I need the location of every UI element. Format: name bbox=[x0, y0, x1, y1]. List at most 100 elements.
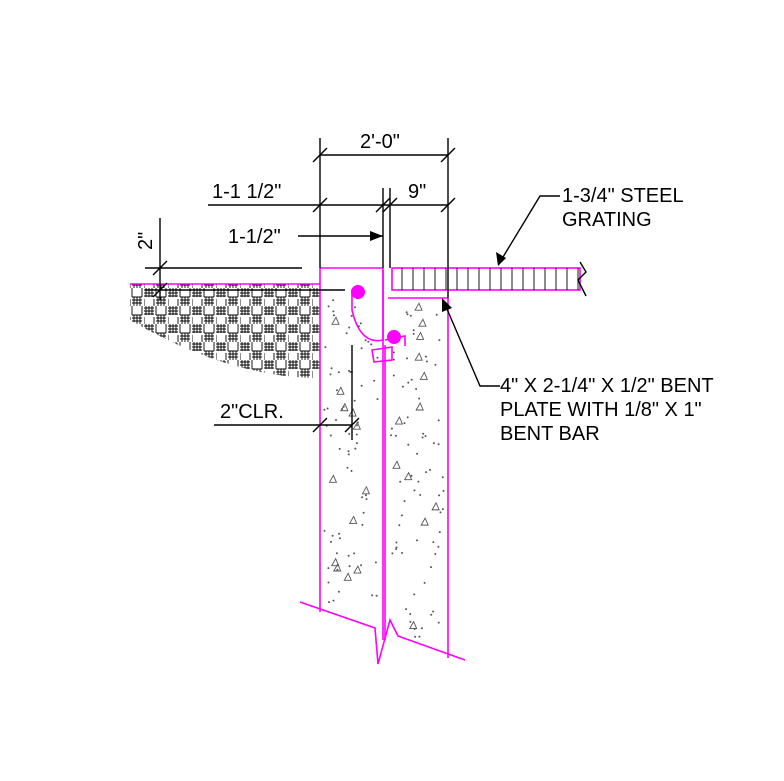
concrete-speck bbox=[425, 360, 428, 363]
concrete-speck bbox=[364, 494, 367, 497]
concrete-speck bbox=[327, 567, 330, 570]
dim-tick bbox=[344, 417, 360, 433]
concrete-aggregate bbox=[420, 517, 429, 526]
concrete-speck bbox=[430, 566, 432, 569]
dim-tick bbox=[312, 197, 328, 213]
concrete-speck bbox=[326, 407, 329, 410]
concrete-speck bbox=[348, 565, 351, 568]
concrete-speck bbox=[354, 306, 357, 309]
concrete-walls bbox=[299, 267, 466, 665]
concrete-speck bbox=[406, 313, 409, 316]
concrete-aggregate bbox=[332, 562, 342, 572]
concrete-speck bbox=[441, 508, 444, 511]
rebar-dot-icon bbox=[351, 285, 365, 299]
concrete-speck bbox=[327, 581, 330, 584]
concrete-speck bbox=[399, 480, 402, 483]
concrete-speck bbox=[414, 635, 417, 638]
dim-clearance-text: 2"CLR. bbox=[220, 401, 284, 423]
concrete-speck bbox=[422, 432, 425, 435]
concrete-speck bbox=[395, 541, 398, 544]
concrete-speck bbox=[434, 363, 437, 366]
concrete-speck bbox=[403, 500, 406, 503]
concrete-speck bbox=[347, 554, 350, 557]
dim-vertical-text: 2" bbox=[135, 232, 157, 250]
concrete-speck bbox=[437, 419, 440, 422]
concrete-speck bbox=[425, 471, 428, 474]
callouts: 1-3/4" STEEL GRATING 4" X 2-1/4" X 1/2" … bbox=[442, 185, 714, 445]
concrete-speck bbox=[407, 381, 410, 384]
concrete-speck bbox=[420, 627, 423, 630]
concrete-speck bbox=[392, 358, 395, 361]
concrete-speck bbox=[335, 419, 337, 421]
concrete-speck bbox=[390, 427, 393, 430]
dim-tick bbox=[312, 147, 328, 163]
dim-tick bbox=[440, 147, 456, 163]
concrete-speck bbox=[323, 408, 326, 411]
concrete-speck bbox=[328, 601, 330, 604]
concrete-speck bbox=[338, 537, 341, 540]
steel-grating bbox=[391, 261, 587, 297]
concrete-speck bbox=[401, 385, 404, 388]
concrete-aggregate bbox=[415, 331, 425, 340]
concrete-speck bbox=[410, 474, 413, 477]
concrete-speck bbox=[332, 310, 335, 313]
concrete-speck bbox=[349, 371, 352, 373]
concrete-speck bbox=[338, 447, 341, 450]
dim-tick bbox=[382, 197, 398, 213]
concrete-speck bbox=[430, 613, 433, 616]
plate-note-line-1: 4" X 2-1/4" X 1/2" BENT bbox=[500, 375, 714, 397]
concrete-speck bbox=[439, 511, 442, 514]
concrete-aggregate bbox=[414, 302, 423, 311]
concrete-speck bbox=[347, 450, 350, 453]
concrete-speck bbox=[354, 447, 357, 450]
concrete-speck bbox=[348, 369, 350, 372]
plate-leader bbox=[443, 301, 500, 387]
dim-upper-left-text: 1-1 1/2" bbox=[212, 181, 281, 203]
concrete-speck bbox=[365, 498, 368, 501]
concrete-speck bbox=[412, 332, 415, 335]
concrete-aggregate bbox=[415, 402, 424, 411]
concrete-aggregate bbox=[414, 352, 423, 361]
concrete-speck bbox=[405, 608, 408, 611]
concrete-speck bbox=[415, 539, 418, 542]
concrete-speck bbox=[376, 356, 379, 359]
dim-overall-text: 2'-0" bbox=[360, 131, 400, 153]
concrete-speck bbox=[348, 433, 351, 435]
concrete-speck bbox=[441, 476, 444, 479]
concrete-aggregate bbox=[394, 416, 404, 425]
concrete-speck bbox=[376, 398, 379, 401]
concrete-speck bbox=[337, 371, 340, 374]
concrete-speck bbox=[432, 541, 435, 544]
concrete-speck bbox=[350, 470, 353, 472]
concrete-aggregate bbox=[343, 572, 352, 581]
grating-note-line-1: 1-3/4" STEEL bbox=[562, 185, 684, 207]
concrete-speck bbox=[374, 561, 377, 564]
concrete-speck bbox=[367, 340, 370, 343]
concrete-speck bbox=[412, 329, 415, 332]
concrete-stipple-pattern bbox=[323, 299, 445, 638]
concrete-speck bbox=[409, 620, 412, 623]
concrete-speck bbox=[437, 545, 440, 548]
concrete-speck bbox=[395, 548, 398, 550]
concrete-speck bbox=[405, 311, 408, 314]
concrete-speck bbox=[442, 489, 445, 492]
concrete-speck bbox=[360, 384, 363, 387]
concrete-speck bbox=[407, 443, 410, 446]
dim-tick bbox=[152, 260, 168, 276]
grating-break-line bbox=[577, 261, 587, 297]
concrete-speck bbox=[423, 581, 426, 584]
concrete-speck bbox=[415, 388, 418, 390]
concrete-aggregate bbox=[353, 565, 362, 574]
concrete-speck bbox=[360, 564, 362, 567]
concrete-speck bbox=[337, 590, 340, 593]
concrete-speck bbox=[410, 378, 413, 381]
earth-hatch-pattern bbox=[130, 284, 320, 378]
concrete-speck bbox=[406, 357, 408, 360]
grating-bars bbox=[401, 268, 579, 290]
concrete-speck bbox=[438, 494, 441, 497]
concrete-speck bbox=[331, 534, 334, 537]
concrete-aggregate bbox=[418, 318, 427, 327]
arrow-head bbox=[442, 298, 452, 312]
dim-tick bbox=[312, 417, 328, 433]
